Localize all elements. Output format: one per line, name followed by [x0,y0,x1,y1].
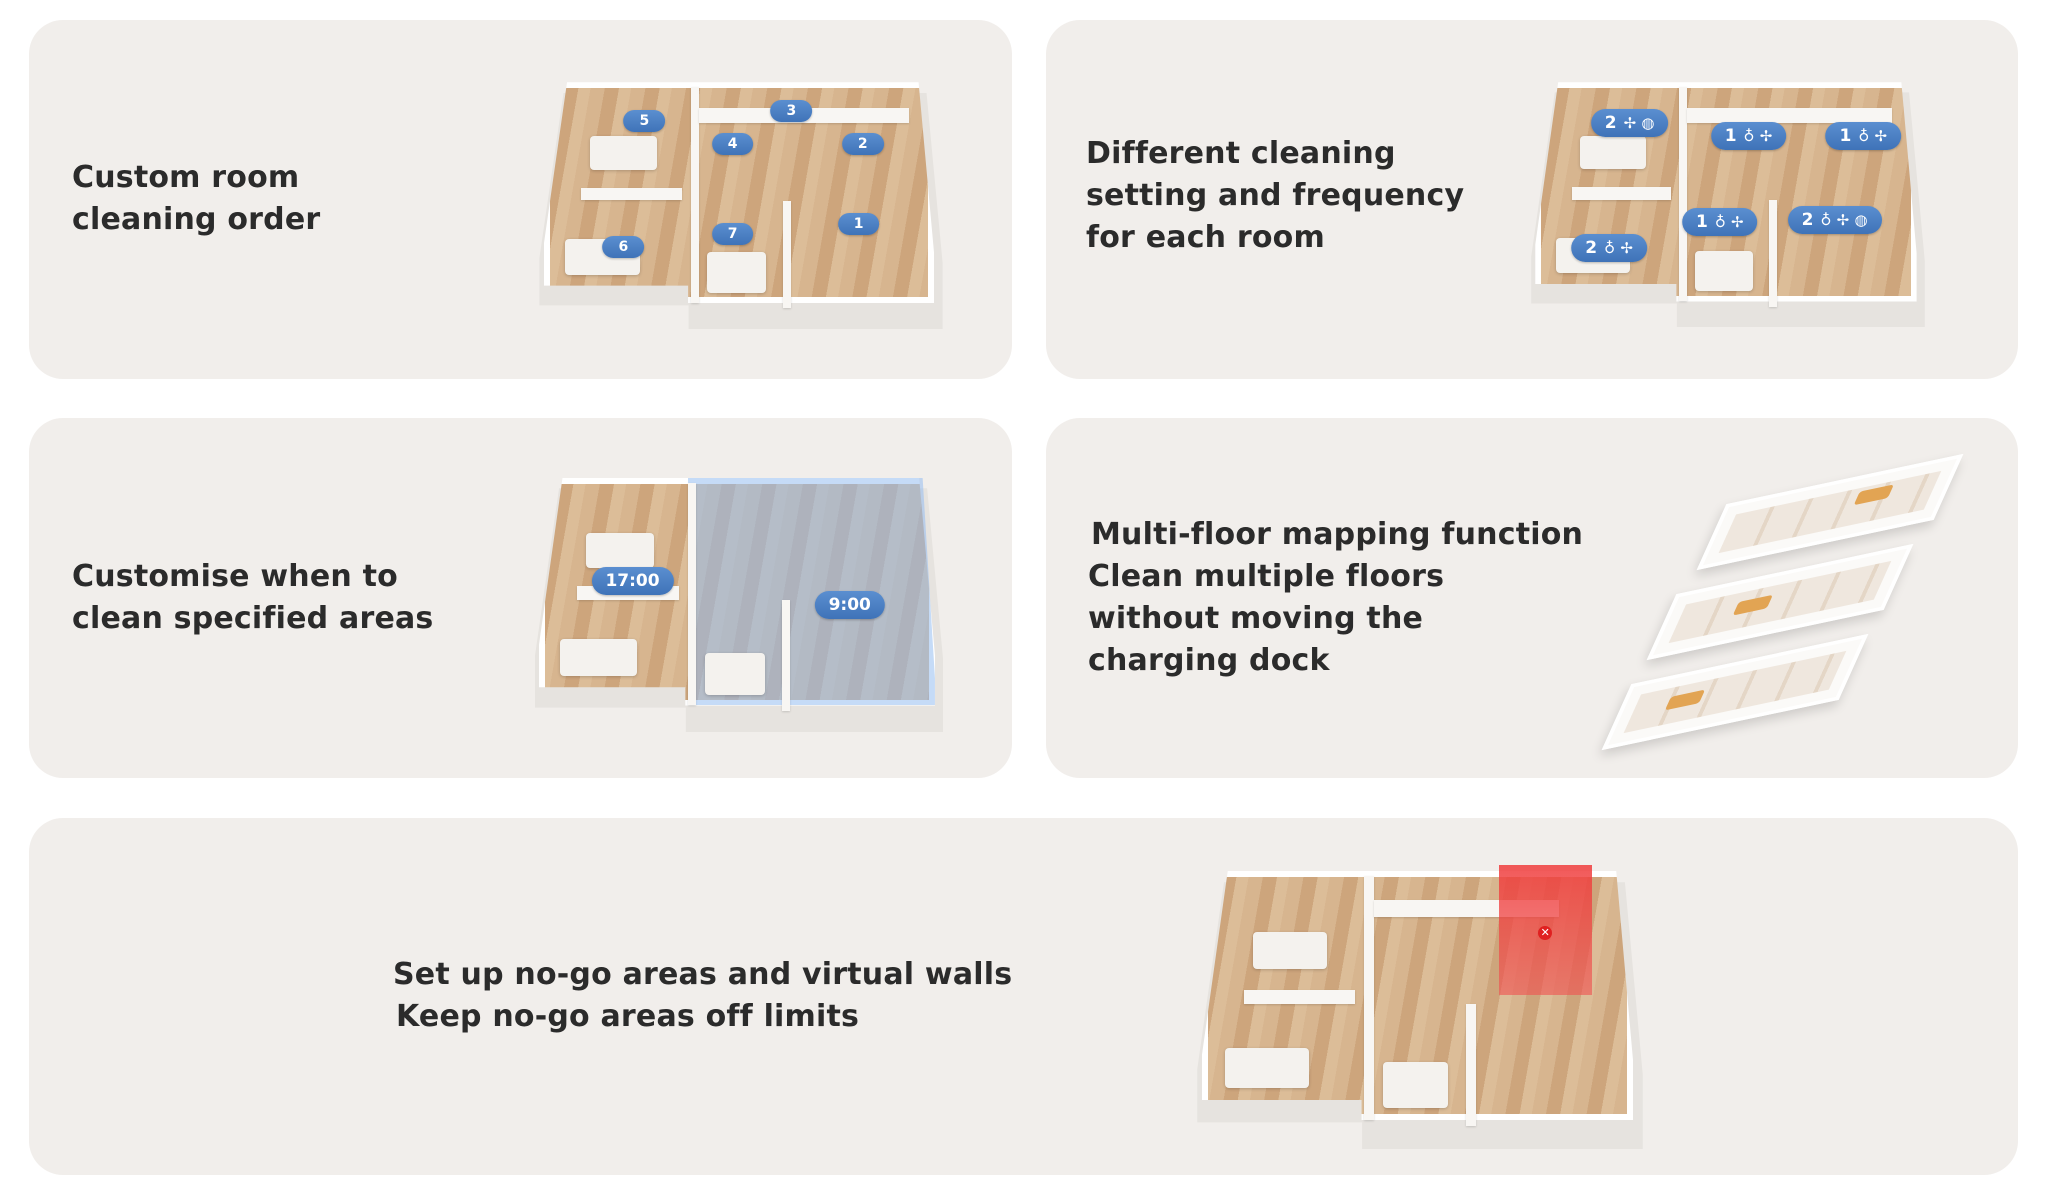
title-line: charging dock [1088,643,1330,678]
room-order-badge: 6 [602,235,645,258]
title-line: setting and frequency [1086,178,1465,213]
title-line: Different cleaning [1086,136,1396,171]
pass-count: 1 [1724,125,1737,146]
floor-level-2 [1646,543,1914,661]
title-line: without moving the [1088,601,1424,636]
schedule-time-badge: 9:00 [814,590,885,619]
feature-card-scheduled-areas: Customise when to clean specified areas … [29,418,1012,778]
room-order-badge: 5 [623,109,666,132]
fan-water-icons: ✢ ◍ [1623,114,1655,132]
pass-count: 2 [1604,113,1617,133]
mop-fan-icons: ♁ ✢ [1604,238,1633,257]
room-order-badge: 3 [770,99,813,122]
title-line: Set up no-go areas and virtual walls [393,957,1013,992]
pass-count: 1 [1839,125,1852,146]
room-order-badge: 1 [837,212,880,235]
mop-fan-icons: ♁ ✢ [1714,213,1744,232]
feature-title: Different cleaning setting and frequency… [1086,133,1464,259]
room-order-badge: 4 [711,132,754,155]
room-setting-badge: 1 ♁ ✢ [1710,121,1787,150]
room-setting-badge: 2 ✢ ◍ [1590,109,1669,137]
title-line: Keep no-go areas off limits [396,999,860,1034]
room-setting-badge: 2 ♁ ✢ ◍ [1787,205,1882,234]
feature-card-no-go: Set up no-go areas and virtual walls Kee… [29,818,2018,1175]
floor-plan-illustration: 2 ✢ ◍ 1 ♁ ✢ 1 ♁ ✢ 1 ♁ ✢ 2 ♁ ✢ ◍ 2 ♁ ✢ [1523,72,1933,327]
floor-level-3 [1696,453,1964,571]
room-order-badge: 2 [841,132,884,155]
multi-floor-illustration [1596,453,1976,751]
floor-plan-illustration: 17:00 9:00 [526,467,952,732]
feature-card-room-settings: Different cleaning setting and frequency… [1046,20,2018,379]
pass-count: 2 [1801,209,1814,230]
title-line: for each room [1086,220,1325,255]
feature-title: Multi-floor mapping function Clean multi… [1088,514,1584,682]
close-icon: ✕ [1538,925,1553,940]
feature-title: Set up no-go areas and virtual walls Kee… [393,954,1012,1038]
title-line: Customise when to [72,559,398,594]
floor-level-1 [1601,633,1869,751]
floor-plan-illustration: 5 3 4 2 1 6 7 [531,72,951,329]
room-setting-badge: 1 ♁ ✢ [1681,208,1758,237]
pass-count: 1 [1695,212,1708,233]
pass-count: 2 [1585,237,1598,258]
room-setting-badge: 1 ♁ ✢ [1825,121,1902,150]
feature-card-room-order: Custom room cleaning order 5 3 4 2 1 6 7 [29,20,1012,379]
mop-fan-icons: ♁ ✢ [1858,126,1888,145]
title-line: Multi-floor mapping function [1091,517,1584,552]
feature-title: Custom room cleaning order [72,157,320,241]
room-setting-badge: 2 ♁ ✢ [1571,233,1647,262]
floor-plan-illustration: ✕ [1188,859,1652,1149]
title-line: Custom room [72,160,300,195]
mop-fan-icons: ♁ ✢ [1743,126,1773,145]
room-order-badge: 7 [711,222,754,245]
title-line: cleaning order [72,202,321,237]
schedule-time-badge: 17:00 [591,566,674,595]
title-line: clean specified areas [72,601,434,636]
feature-title: Customise when to clean specified areas [72,556,434,640]
no-go-zone: ✕ [1498,864,1592,996]
title-line: Clean multiple floors [1088,559,1445,594]
mop-fan-water-icons: ♁ ✢ ◍ [1820,210,1868,229]
feature-card-multi-floor: Multi-floor mapping function Clean multi… [1046,418,2018,778]
